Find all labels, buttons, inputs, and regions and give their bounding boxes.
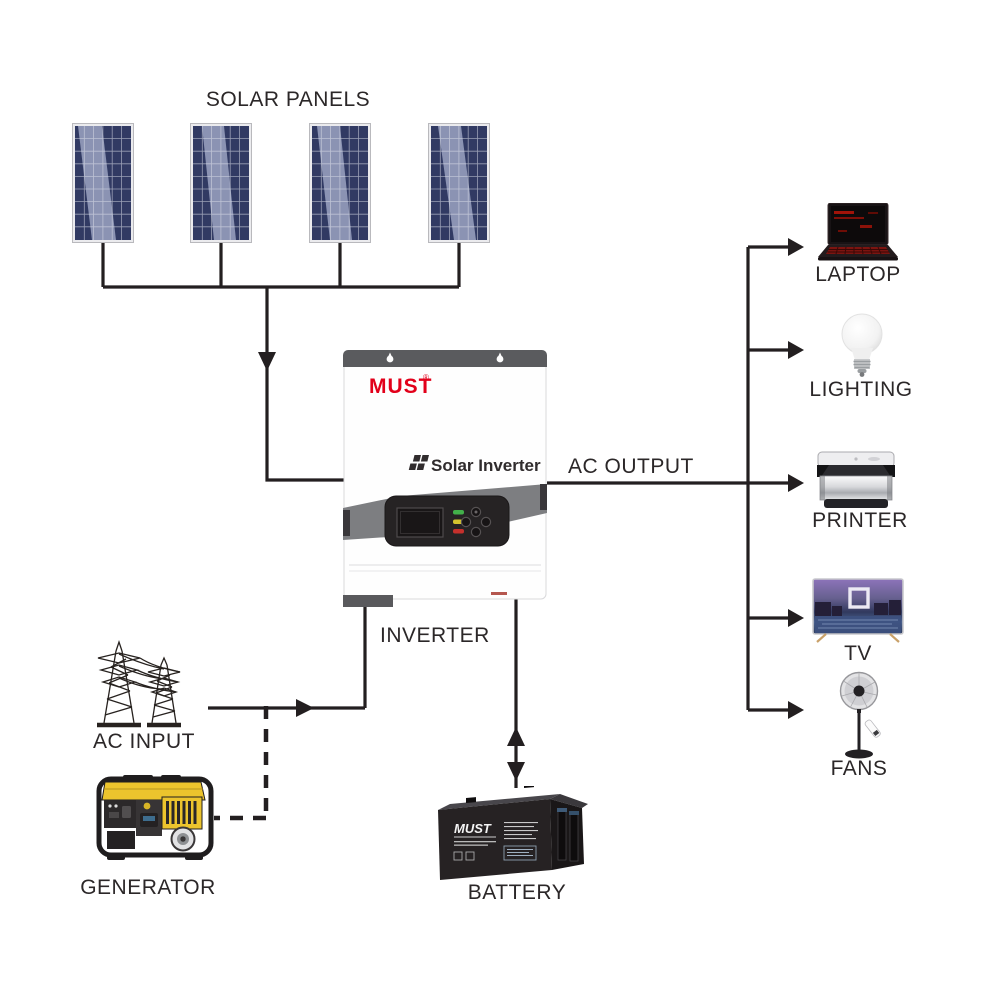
light-bulb-icon bbox=[841, 313, 883, 377]
arrow-battery-up bbox=[507, 727, 525, 746]
fan-remote bbox=[864, 719, 881, 738]
laptop-label: LAPTOP bbox=[815, 263, 901, 286]
generator-icon bbox=[96, 775, 214, 860]
arrow-lighting bbox=[788, 341, 804, 359]
transmission-towers-icon bbox=[97, 639, 181, 728]
arrow-ac-input bbox=[296, 699, 314, 717]
inverter-label: INVERTER bbox=[380, 624, 490, 647]
solar-panel-icon bbox=[428, 123, 490, 243]
generator-label: GENERATOR bbox=[80, 876, 216, 899]
arrowheads bbox=[258, 238, 804, 781]
tv-label: TV bbox=[844, 642, 872, 665]
generator-dashed-line bbox=[214, 706, 269, 821]
arrow-down-solar bbox=[258, 352, 276, 371]
battery-brand-logo: MUST bbox=[454, 821, 492, 836]
solar-panel-icon bbox=[309, 123, 371, 243]
inverter-product-label: Solar Inverter bbox=[431, 456, 541, 475]
printer-label: PRINTER bbox=[812, 509, 908, 532]
tv-icon bbox=[812, 578, 904, 643]
pedestal-fan-icon bbox=[839, 671, 881, 759]
arrow-printer bbox=[788, 474, 804, 492]
battery-icon: MUST bbox=[438, 786, 588, 880]
lcd-screen bbox=[396, 507, 444, 538]
arrow-battery-down bbox=[507, 762, 525, 781]
inverter-trademark: ® bbox=[423, 373, 429, 382]
printer-icon bbox=[817, 451, 895, 508]
bottom-mount-tab bbox=[343, 595, 393, 607]
arrow-tv bbox=[788, 609, 804, 627]
arrow-fans bbox=[788, 701, 804, 719]
inverter-unit: MUST ® Solar Inverter bbox=[343, 350, 547, 607]
solar-panel-icon bbox=[72, 123, 134, 243]
lighting-label: LIGHTING bbox=[809, 378, 913, 401]
solar-cells-icon bbox=[408, 455, 430, 470]
inverter-brand-logo: MUST bbox=[369, 375, 433, 398]
arrow-laptop bbox=[788, 238, 804, 256]
ac-output-label: AC OUTPUT bbox=[568, 455, 694, 478]
mounting-holes bbox=[386, 352, 504, 363]
ac-input-line bbox=[208, 604, 367, 710]
panel-buttons bbox=[460, 506, 492, 538]
fans-label: FANS bbox=[830, 757, 888, 780]
solar-panel-icon bbox=[190, 123, 252, 243]
solar-to-inverter-line bbox=[265, 287, 344, 482]
laptop-icon bbox=[818, 203, 898, 261]
battery-label: BATTERY bbox=[467, 881, 567, 904]
ac-input-label: AC INPUT bbox=[92, 730, 196, 753]
solar-panels-title: SOLAR PANELS bbox=[205, 88, 371, 111]
panel-stub-lines bbox=[101, 243, 461, 287]
